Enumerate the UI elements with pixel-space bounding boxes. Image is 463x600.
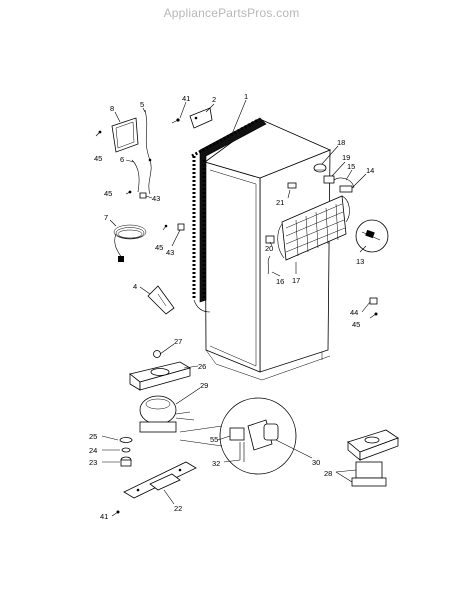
part-23[interactable] <box>120 456 132 467</box>
drain-pan-26[interactable] <box>129 361 192 391</box>
callout-29: 29 <box>200 381 208 390</box>
callout-15: 15 <box>347 162 355 171</box>
wire-6[interactable] <box>131 159 140 193</box>
callout-45-b: 45 <box>104 189 112 198</box>
screw-41-bottom[interactable] <box>111 510 120 517</box>
callout-13: 13 <box>356 257 364 266</box>
callout-21: 21 <box>276 198 284 207</box>
part-24[interactable] <box>121 447 131 453</box>
part-25[interactable] <box>119 437 133 443</box>
part-20[interactable] <box>265 235 275 244</box>
grommet-27[interactable] <box>153 350 161 358</box>
callout-1: 1 <box>244 92 248 101</box>
screw-41-top[interactable] <box>171 118 180 124</box>
callout-23: 23 <box>89 458 97 467</box>
callout-16: 16 <box>276 277 284 286</box>
screw-45-b[interactable] <box>125 190 132 195</box>
cover-panel-8[interactable] <box>111 117 139 153</box>
callout-30: 30 <box>312 458 320 467</box>
callout-14: 14 <box>366 166 374 175</box>
callout-27: 27 <box>174 337 182 346</box>
leader-lines <box>101 99 371 505</box>
callout-45-d: 45 <box>352 320 360 329</box>
refrigerator-cabinet[interactable] <box>204 119 332 381</box>
wire-harness-5[interactable] <box>144 109 152 195</box>
part-16[interactable] <box>267 255 271 275</box>
part-44[interactable] <box>369 297 378 305</box>
clip-43-upper[interactable] <box>139 192 147 199</box>
part-15[interactable] <box>333 177 355 189</box>
part-21[interactable] <box>287 182 297 189</box>
base-plate-22[interactable] <box>123 461 197 499</box>
callout-43-lower: 43 <box>166 248 174 257</box>
callout-41-bottom: 41 <box>100 512 108 521</box>
screw-45-d[interactable] <box>369 312 378 319</box>
callout-24: 24 <box>89 446 97 455</box>
detail-13[interactable] <box>355 219 389 253</box>
callout-55: 55 <box>210 435 218 444</box>
screw-45-c[interactable] <box>162 224 168 231</box>
callout-labels: 1 2 4 5 6 7 8 13 14 15 16 17 18 19 20 21… <box>89 92 374 521</box>
compressor-29[interactable] <box>139 395 195 433</box>
part-19[interactable] <box>323 175 335 184</box>
callout-28: 28 <box>324 469 332 478</box>
callout-32: 32 <box>212 459 220 468</box>
callout-18: 18 <box>337 138 345 147</box>
callout-19: 19 <box>342 153 350 162</box>
callout-26: 26 <box>198 362 206 371</box>
callout-8: 8 <box>110 104 114 113</box>
callout-45-c: 45 <box>155 243 163 252</box>
callout-41-top: 41 <box>182 94 190 103</box>
callout-4: 4 <box>133 282 137 291</box>
callout-20: 20 <box>265 244 273 253</box>
compressor-assembly-28[interactable] <box>347 429 399 487</box>
callout-43-upper: 43 <box>152 194 160 203</box>
callout-17: 17 <box>292 276 300 285</box>
callout-22: 22 <box>174 504 182 513</box>
clip-43-lower[interactable] <box>177 223 185 231</box>
callout-25: 25 <box>89 432 97 441</box>
callout-7: 7 <box>104 213 108 222</box>
condenser-17[interactable] <box>277 195 350 261</box>
relay-detail-circle[interactable] <box>219 397 297 475</box>
callout-2: 2 <box>212 95 216 104</box>
screw-45-a[interactable] <box>95 130 102 137</box>
part-14[interactable] <box>339 185 353 193</box>
callout-44: 44 <box>350 308 358 317</box>
bracket-2[interactable] <box>189 107 213 129</box>
condenser-tube-1[interactable] <box>191 117 267 313</box>
callout-6: 6 <box>120 155 124 164</box>
callout-45-a: 45 <box>94 154 102 163</box>
callout-5: 5 <box>140 100 144 109</box>
bracket-4[interactable] <box>147 285 175 315</box>
power-cord-7[interactable] <box>113 224 147 262</box>
watermark-text: AppliancePartsPros.com <box>163 6 300 20</box>
fan-part-18[interactable] <box>313 163 327 173</box>
